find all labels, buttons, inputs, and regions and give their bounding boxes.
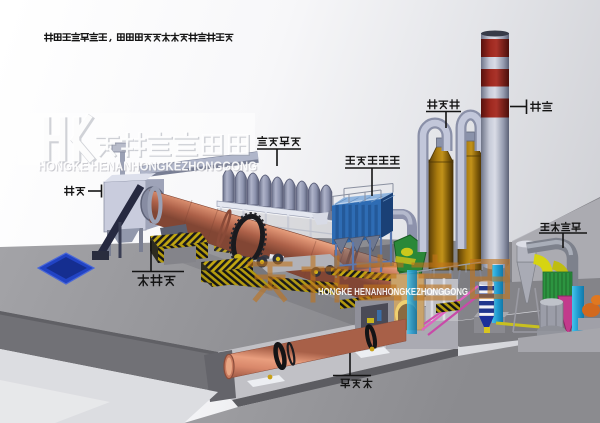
svg-text:HONGKE HENANHONGKEZHONGGONG: HONGKE HENANHONGKEZHONGGONG <box>38 160 257 174</box>
svg-text:HONGKE HENANHONGKEZHONGGONG: HONGKE HENANHONGKEZHONGGONG <box>39 161 258 175</box>
svg-text:HONGKE HENANHONGKEZHONGGONG: HONGKE HENANHONGKEZHONGGONG <box>318 286 468 298</box>
